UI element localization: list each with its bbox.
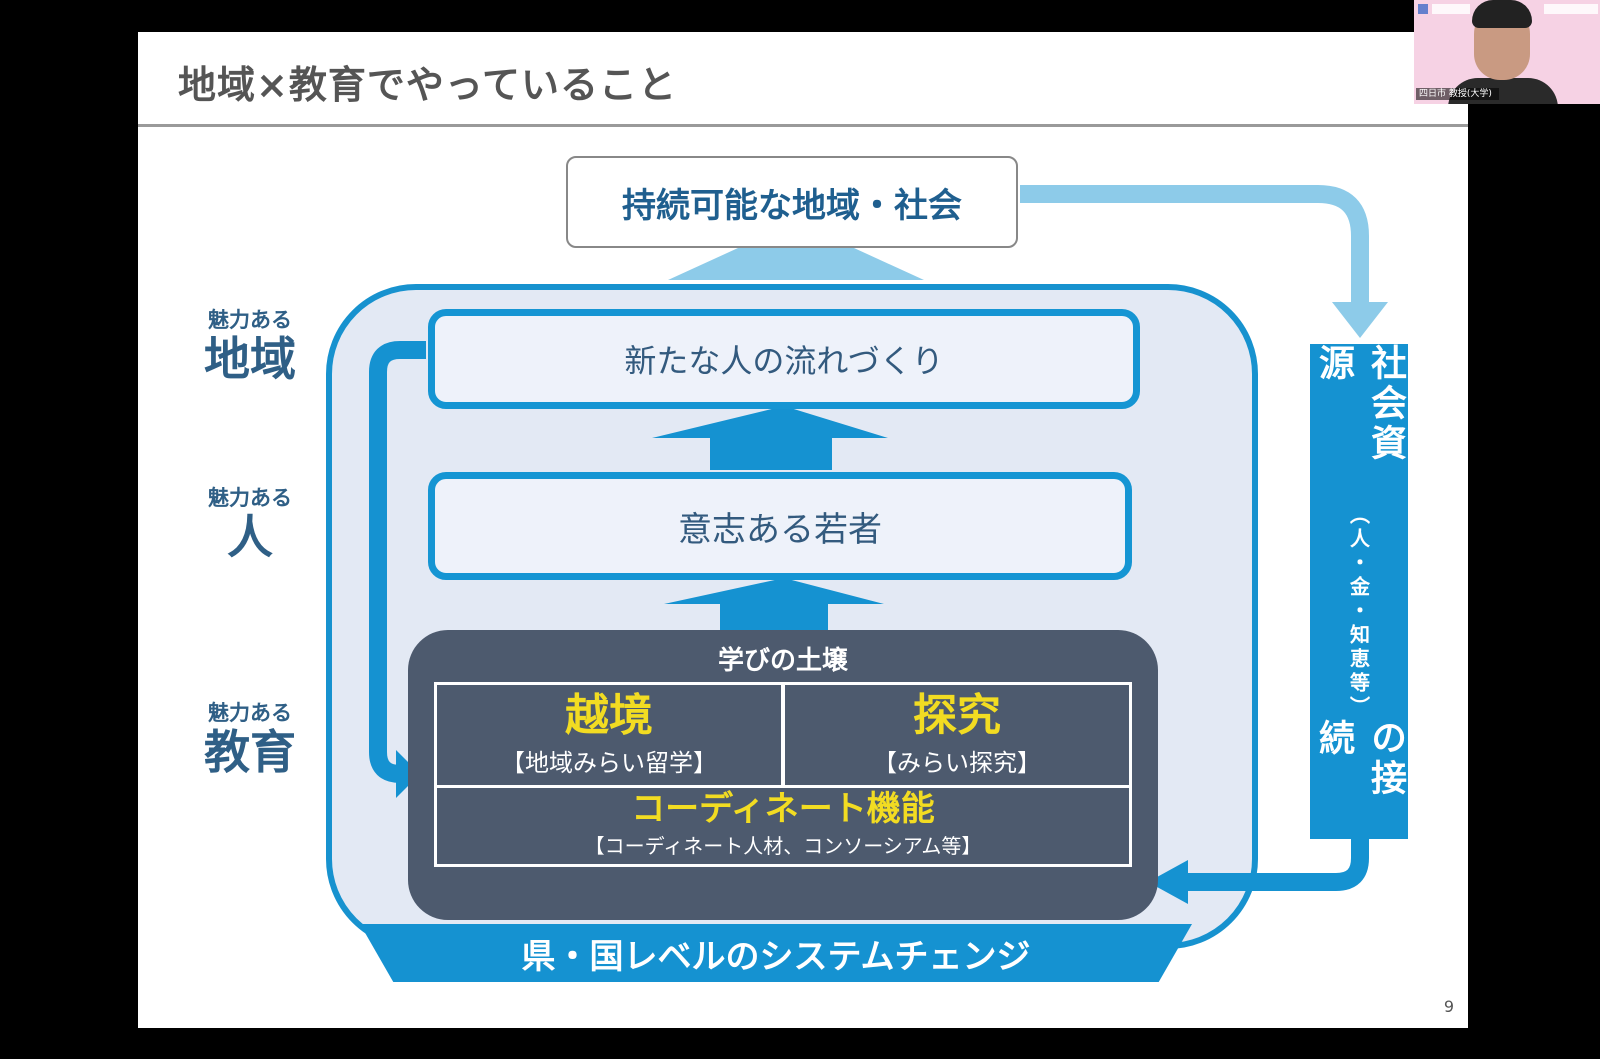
cell-sub: 【みらい探究】 (873, 749, 1041, 778)
cell-sub: 【地域みらい留学】 (501, 749, 717, 778)
side-label-big: 人 (227, 510, 273, 564)
page-number: 9 (1443, 997, 1454, 1016)
side-bar-small: （人・金・知恵等） (1346, 503, 1371, 720)
overlay-tag (1544, 4, 1598, 14)
title-divider (138, 124, 1468, 127)
system-change-base: 県・国レベルのシステムチェンジ (360, 924, 1192, 982)
cell-main: コーディネート機能 (631, 789, 935, 829)
up-arrow-soil-to-youth (664, 578, 884, 630)
cell-cross-border: 越境 【地域みらい留学】 (434, 682, 784, 788)
goal-box: 持続可能な地域・社会 (566, 156, 1018, 248)
up-arrow-to-goal (668, 248, 924, 280)
learning-soil: 学びの土壌 越境 【地域みらい留学】 探究 【みらい探究】 コーディネート機能 … (408, 630, 1158, 920)
side-label-big: 教育 (204, 725, 296, 779)
side-label-region: 魅力ある 地域 (180, 304, 320, 385)
webcam-thumbnail[interactable]: 四日市 教授(大学) (1414, 0, 1600, 104)
goal-to-resources-arrow (1020, 185, 1369, 307)
side-bar-main-top: 社会資源 (1313, 344, 1406, 464)
resources-to-soil-arrowhead (1148, 860, 1188, 904)
diagram-arrows (369, 185, 1388, 904)
side-label-small: 魅力ある (208, 701, 292, 725)
side-label-big: 地域 (204, 332, 296, 386)
resources-to-soil-arrow (1182, 838, 1369, 891)
slide-title: 地域×教育でやっていること (178, 63, 677, 107)
loop-arrow-left (369, 341, 426, 783)
soil-title: 学びの土壌 (717, 646, 848, 676)
cell-main: 越境 (565, 690, 653, 741)
goal-to-resources-arrowhead (1332, 302, 1388, 338)
person-hair (1472, 0, 1532, 28)
up-arrow-youth-to-flow (652, 406, 888, 470)
side-label-person: 魅力ある 人 (180, 482, 320, 563)
cell-main: 探究 (913, 690, 1001, 741)
cell-inquiry: 探究 【みらい探究】 (782, 682, 1132, 788)
side-bar-main-bottom: の接続 (1313, 719, 1406, 800)
cell-sub: 【コーディネート人材、コンソーシアム等】 (584, 833, 982, 858)
participant-name: 四日市 教授(大学) (1416, 88, 1499, 100)
side-label-small: 魅力ある (208, 308, 292, 332)
overlay-tag (1432, 4, 1470, 14)
social-resources-bar: 社会資源 （人・金・知恵等） の接続 (1310, 344, 1408, 839)
flow-box: 新たな人の流れづくり (428, 309, 1140, 409)
side-label-education: 魅力ある 教育 (180, 697, 320, 778)
camera-indicator-icon (1418, 4, 1428, 14)
youth-box: 意志ある若者 (428, 472, 1132, 580)
side-label-small: 魅力ある (208, 486, 292, 510)
cell-coordinate: コーディネート機能 【コーディネート人材、コンソーシアム等】 (434, 785, 1132, 867)
presentation-slide: 地域×教育でやっていること 魅力ある 地域 魅力ある 人 魅力ある 教育 持続可… (138, 32, 1468, 1028)
